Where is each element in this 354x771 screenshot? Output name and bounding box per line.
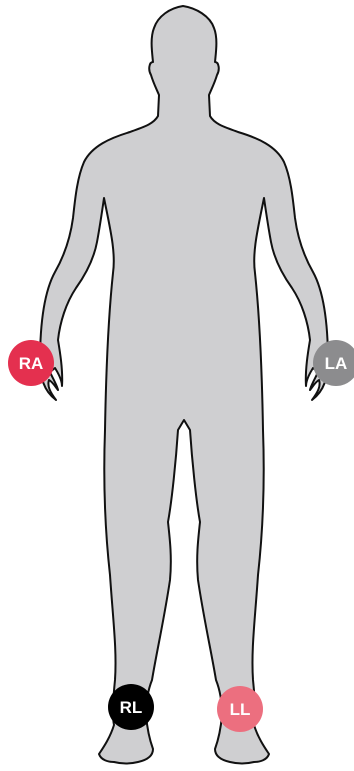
human-body-silhouette xyxy=(40,6,328,764)
electrode-ll: LL xyxy=(217,686,263,732)
electrode-ra-label: RA xyxy=(19,354,44,373)
electrode-rl: RL xyxy=(108,684,154,730)
electrode-la-label: LA xyxy=(325,354,348,373)
electrode-ll-label: LL xyxy=(230,700,251,719)
electrode-ra: RA xyxy=(8,340,54,386)
electrode-rl-label: RL xyxy=(120,698,143,717)
